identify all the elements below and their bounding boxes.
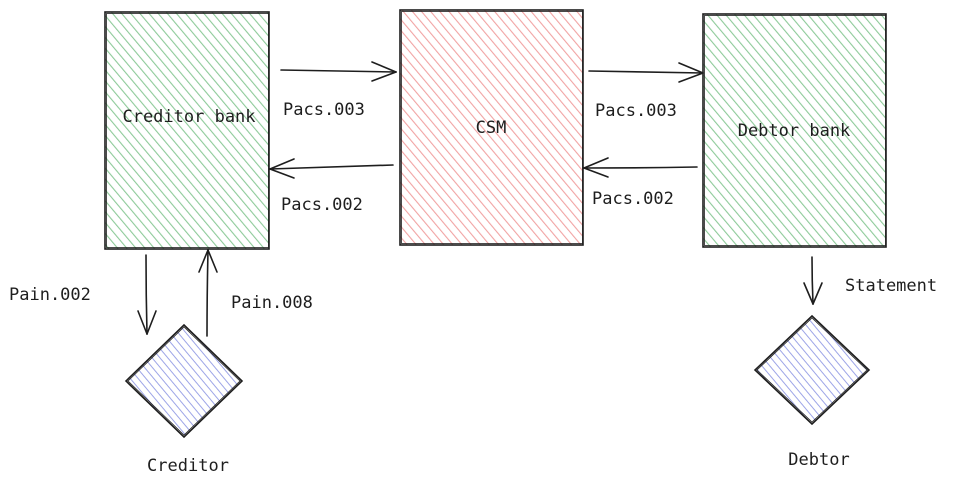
pain008-label: Pain.008	[231, 293, 313, 313]
creditor-node: Creditor	[124, 323, 244, 476]
arrow-debtor-bank-to-debtor	[803, 256, 823, 305]
pain002-label: Pain.002	[9, 285, 91, 305]
csm-label: CSM	[476, 118, 507, 138]
creditor-bank-node: Creditor bank	[104, 11, 270, 250]
creditor-label: Creditor	[147, 456, 229, 476]
statement-label: Statement	[845, 276, 937, 296]
csm-node: CSM	[399, 9, 584, 246]
arrow-creditor-to-creditor-bank	[198, 249, 218, 337]
creditor-bank-label: Creditor bank	[122, 107, 255, 127]
arrow-csm-to-debtor-bank	[588, 62, 704, 83]
pacs002-left-label: Pacs.002	[281, 195, 363, 215]
arrow-creditor-bank-to-creditor	[137, 254, 157, 335]
arrow-creditor-bank-to-csm	[280, 61, 397, 82]
debtor-label: Debtor	[788, 450, 849, 470]
pacs003-left-label: Pacs.003	[283, 100, 365, 120]
pacs002-right-label: Pacs.002	[592, 189, 674, 209]
arrow-debtor-bank-to-csm	[583, 157, 698, 178]
arrow-csm-to-creditor-bank	[269, 158, 394, 179]
debtor-node: Debtor	[753, 314, 871, 470]
debtor-bank-node: Debtor bank	[702, 13, 887, 248]
pacs003-right-label: Pacs.003	[595, 101, 677, 121]
debtor-bank-label: Debtor bank	[738, 121, 851, 141]
